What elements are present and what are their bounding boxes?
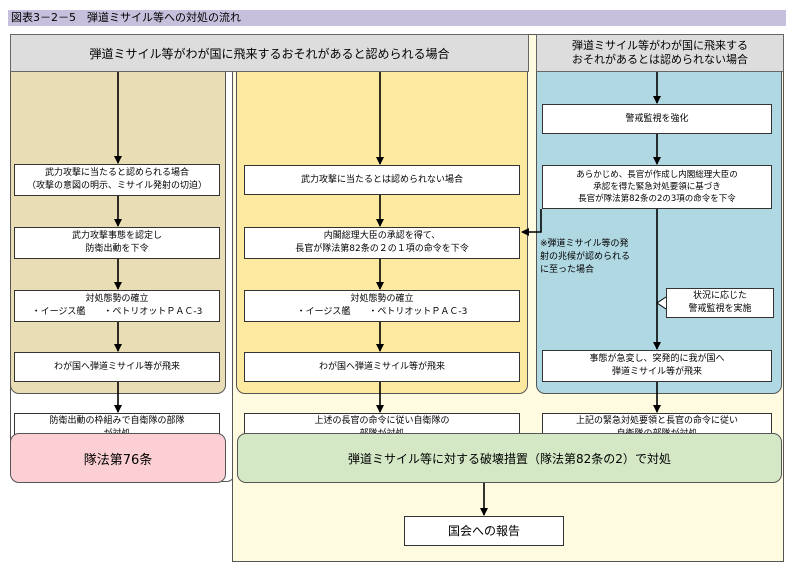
mid-missile-incoming-box: わが国へ弾道ミサイル等が飛来	[244, 352, 520, 382]
article-76-box: 隊法第76条	[10, 433, 226, 483]
header-threat-expected: 弾道ミサイル等がわが国に飛来するおそれがあると認められる場合	[10, 34, 529, 72]
right-situation-callout: 状況に応じた 警戒監視を実施	[666, 288, 774, 318]
mid-order-box: 内閣総理大臣の承認を得て、 長官が隊法第82条の２の１項の命令を下令	[244, 227, 520, 259]
diet-report-box: 国会への報告	[404, 516, 564, 546]
figure-title: 図表3－2－5 弾道ミサイル等への対処の流れ	[8, 10, 786, 26]
left-armed-attack-box: 武力攻撃に当たると認められる場合 （攻撃の意図の明示、ミサイル発射の切迫）	[14, 164, 220, 196]
right-surveillance-box: 警戒監視を強化	[542, 104, 772, 134]
mid-readiness-box: 対処態勢の確立 ・イージス艦 ・ペトリオットＰＡＣ-3	[244, 290, 520, 322]
left-missile-incoming-box: わが国へ弾道ミサイル等が飛来	[14, 352, 220, 382]
header-threat-not-expected: 弾道ミサイル等がわが国に飛来する おそれがあるとは認められない場合	[536, 34, 784, 72]
mid-not-armed-attack-box: 武力攻撃に当たるとは認められない場合	[244, 165, 520, 195]
right-emergency-order-box: あらかじめ、長官が作成し内閣総理大臣の 承認を得た緊急対処要領に基づき 長官が隊…	[542, 165, 772, 209]
left-readiness-box: 対処態勢の確立 ・イージス艦 ・ペトリオットＰＡＣ-3	[14, 290, 220, 322]
right-sudden-missile-box: 事態が急変し、突発的に我が国へ 弾道ミサイル等が飛来	[542, 350, 772, 382]
right-launch-signs-note: ※弾道ミサイル等の発 射の兆候が認められる に至った場合	[540, 239, 631, 275]
article-82-destruction-box: 弾道ミサイル等に対する破壊措置（隊法第82条の2）で対処	[237, 433, 782, 483]
left-defense-mobilization-box: 武力攻撃事態を認定し 防衛出動を下令	[14, 227, 220, 259]
